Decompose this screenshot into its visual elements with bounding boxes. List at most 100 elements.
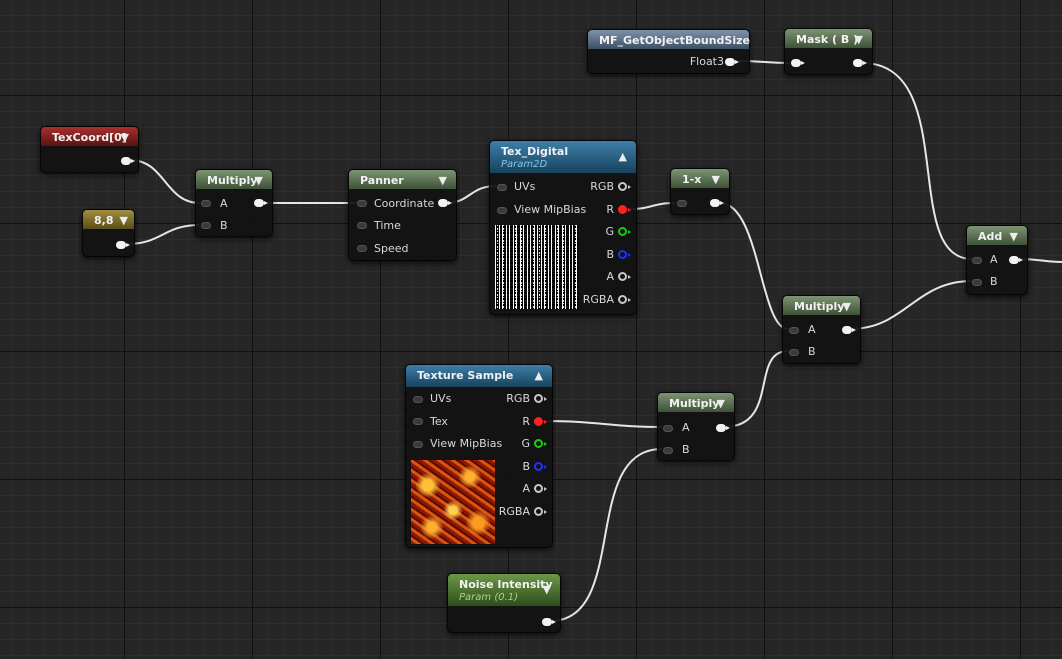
- collapse-icon[interactable]: ▼: [711, 173, 720, 186]
- texture-sample-output-g-pin[interactable]: [534, 439, 547, 448]
- panner-header: Panner ▼: [349, 170, 456, 189]
- tex-digital-output-g-pin[interactable]: [618, 227, 631, 236]
- collapse-icon[interactable]: ▼: [542, 583, 551, 596]
- texcoord-node[interactable]: TexCoord[0] ▼: [40, 126, 139, 173]
- multiply1-output-pin[interactable]: [254, 199, 268, 207]
- add-input-a-pin[interactable]: [972, 257, 982, 264]
- add-header: Add ▼: [967, 226, 1027, 245]
- constant-8-8-node[interactable]: 8,8 ▼: [82, 209, 135, 257]
- tex-digital-title: Tex_Digital: [501, 145, 569, 158]
- multiply3-node[interactable]: Multiply ▼ A B: [657, 392, 735, 461]
- multiply3-input-a-pin[interactable]: [663, 425, 673, 432]
- one-minus-x-title: 1-x: [682, 173, 702, 186]
- texture-sample-output-rgb-pin[interactable]: [534, 394, 547, 403]
- wire-1x-to-multiply2-a: [719, 202, 789, 330]
- multiply1-node[interactable]: Multiply ▼ A B: [195, 169, 273, 237]
- tex-digital-node[interactable]: Tex_Digital Param2D ▲ UVs View MipBias R…: [489, 140, 637, 315]
- texcoord-output-pin[interactable]: [121, 157, 135, 165]
- tex-digital-input-mipbias-pin[interactable]: [497, 207, 507, 214]
- tex-digital-output-b-pin[interactable]: [618, 250, 631, 259]
- mask-b-output-pin[interactable]: [853, 59, 867, 67]
- multiply1-input-b-pin[interactable]: [201, 222, 211, 229]
- noise-intensity-node[interactable]: Noise Intensity Param (0.1) ▼: [447, 573, 561, 633]
- multiply1-input-a-pin[interactable]: [201, 200, 211, 207]
- collapse-icon[interactable]: ▼: [254, 174, 263, 187]
- multiply3-input-b-pin[interactable]: [663, 447, 673, 454]
- collapse-icon[interactable]: ▼: [119, 214, 128, 227]
- mask-b-input-pin[interactable]: [791, 59, 805, 67]
- texcoord-title: TexCoord[0]: [52, 131, 127, 144]
- tex-digital-preview-thumbnail: [495, 225, 579, 309]
- mask-b-node[interactable]: Mask ( B ) ▼: [784, 28, 873, 75]
- constant-8-8-title: 8,8: [94, 214, 114, 227]
- texture-sample-output-b-pin[interactable]: [534, 462, 547, 471]
- collapse-icon[interactable]: ▼: [438, 174, 447, 187]
- tex-digital-output-rgba-pin[interactable]: [618, 295, 631, 304]
- expand-icon[interactable]: ▲: [534, 369, 543, 382]
- collapse-icon[interactable]: ▼: [854, 33, 863, 46]
- add-input-a-label: A: [990, 253, 998, 266]
- texture-sample-title: Texture Sample: [417, 369, 514, 382]
- collapse-icon[interactable]: ▼: [842, 300, 851, 313]
- multiply2-input-a-label: A: [808, 323, 816, 336]
- tex-digital-header: Tex_Digital Param2D ▲: [490, 141, 636, 173]
- add-input-b-pin[interactable]: [972, 279, 982, 286]
- tex-digital-output-a-pin[interactable]: [618, 272, 631, 281]
- multiply2-output-pin[interactable]: [842, 326, 856, 334]
- wire-mask-to-add-a: [861, 62, 973, 260]
- one-minus-x-header: 1-x ▼: [671, 169, 729, 188]
- panner-title: Panner: [360, 174, 404, 187]
- panner-input-speed-pin[interactable]: [357, 245, 367, 252]
- panner-node[interactable]: Panner ▼ Coordinate Time Speed: [348, 169, 457, 261]
- texture-sample-output-g-label: G: [521, 437, 530, 450]
- multiply3-header: Multiply ▼: [658, 393, 734, 412]
- collapse-icon[interactable]: ▼: [1009, 230, 1018, 243]
- expand-icon[interactable]: ▲: [618, 150, 627, 163]
- texture-sample-input-uvs-pin[interactable]: [413, 396, 423, 403]
- add-node[interactable]: Add ▼ A B: [966, 225, 1028, 295]
- tex-digital-output-a-label: A: [606, 270, 614, 283]
- panner-input-coordinate-pin[interactable]: [357, 200, 367, 207]
- multiply2-node[interactable]: Multiply ▼ A B: [782, 295, 861, 364]
- tex-digital-input-mipbias-label: View MipBias: [514, 203, 587, 216]
- constant-8-8-output-pin[interactable]: [116, 241, 130, 249]
- texture-sample-output-rgba-label: RGBA: [498, 505, 530, 518]
- tex-digital-input-uvs-pin[interactable]: [497, 184, 507, 191]
- multiply2-header: Multiply ▼: [783, 296, 860, 315]
- mf-get-object-bound-size-node[interactable]: MF_GetObjectBoundSize Float3: [587, 29, 750, 74]
- texture-sample-input-mipbias-pin[interactable]: [413, 441, 423, 448]
- one-minus-x-node[interactable]: 1-x ▼: [670, 168, 730, 215]
- texture-sample-output-a-pin[interactable]: [534, 484, 547, 493]
- one-minus-x-output-pin[interactable]: [710, 199, 724, 207]
- tex-digital-output-g-label: G: [605, 225, 614, 238]
- texture-sample-output-rgba-pin[interactable]: [534, 507, 547, 516]
- add-output-pin[interactable]: [1009, 256, 1023, 264]
- texture-sample-output-r-pin[interactable]: [534, 417, 547, 426]
- collapse-icon[interactable]: ▼: [716, 397, 725, 410]
- multiply1-header: Multiply ▼: [196, 170, 272, 189]
- one-minus-x-input-pin[interactable]: [677, 200, 687, 207]
- mf-output-float3-label: Float3: [689, 55, 724, 68]
- panner-input-time-pin[interactable]: [357, 222, 367, 229]
- wire-noise-to-multiply3-b: [549, 448, 663, 622]
- multiply2-input-b-label: B: [808, 345, 816, 358]
- mf-get-object-bound-size-header: MF_GetObjectBoundSize: [588, 30, 750, 49]
- multiply2-title: Multiply: [794, 300, 845, 313]
- panner-output-pin[interactable]: [438, 199, 452, 207]
- tex-digital-output-rgb-pin[interactable]: [618, 182, 631, 191]
- texture-sample-node[interactable]: Texture Sample ▲ UVs Tex View MipBias RG…: [405, 364, 553, 548]
- multiply1-title: Multiply: [207, 174, 258, 187]
- collapse-icon[interactable]: ▼: [120, 131, 129, 144]
- noise-intensity-output-pin[interactable]: [542, 618, 556, 626]
- multiply3-output-pin[interactable]: [716, 424, 730, 432]
- multiply2-input-b-pin[interactable]: [789, 349, 799, 356]
- add-input-b-label: B: [990, 275, 998, 288]
- panner-input-time-label: Time: [374, 219, 401, 232]
- tex-digital-output-r-pin[interactable]: [618, 205, 631, 214]
- multiply2-input-a-pin[interactable]: [789, 327, 799, 334]
- tex-digital-output-r-label: R: [606, 203, 614, 216]
- texture-sample-input-tex-pin[interactable]: [413, 418, 423, 425]
- wire-multiply2-to-add-b: [849, 280, 973, 330]
- tex-digital-subtitle: Param2D: [501, 159, 548, 170]
- mf-output-float3-pin[interactable]: [725, 58, 739, 66]
